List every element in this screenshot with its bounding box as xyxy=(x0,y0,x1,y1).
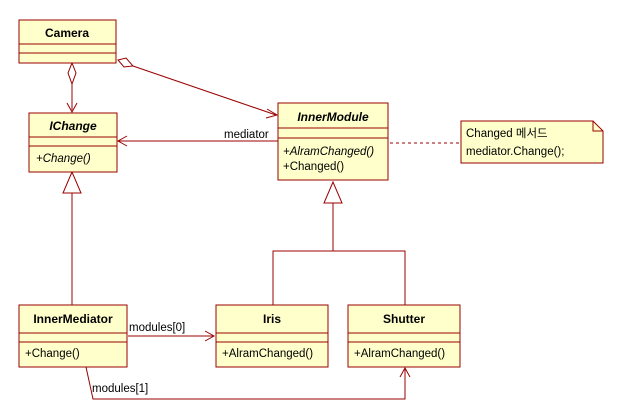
class-iris[interactable]: Iris +AlramChanged() xyxy=(215,304,329,368)
aggregation-diamond xyxy=(67,61,77,86)
interface-name: IChange xyxy=(49,119,97,133)
camera-ichange-aggregation xyxy=(66,61,78,114)
mediator-association xyxy=(116,135,278,147)
innermediator-realizes-ichange xyxy=(62,170,82,305)
realization-triangle xyxy=(62,170,82,194)
note-line-2: mediator.Change(); xyxy=(466,146,564,158)
operation: +Changed() xyxy=(283,161,344,173)
operation: +Change() xyxy=(25,348,80,360)
operation: +AlramChanged() xyxy=(222,348,313,360)
modules0-association xyxy=(128,330,216,342)
class-name: Shutter xyxy=(383,312,425,326)
class-innermodule[interactable]: InnerModule +AlramChanged() +Changed() xyxy=(277,102,389,181)
generalization-tree xyxy=(272,180,406,305)
generalization-triangle xyxy=(323,180,343,204)
class-shutter[interactable]: Shutter +AlramChanged() xyxy=(347,304,461,368)
camera-innermodule-aggregation xyxy=(117,57,279,119)
aggregation-diamond xyxy=(117,57,135,68)
class-innermediator[interactable]: InnerMediator +Change() xyxy=(18,304,128,368)
class-name: Camera xyxy=(45,26,89,40)
note[interactable]: Changed 메서드 mediator.Change(); xyxy=(460,120,604,164)
class-name: Iris xyxy=(263,312,281,326)
operation-abstract: +AlramChanged() xyxy=(283,146,374,158)
class-ichange[interactable]: IChange +Change() xyxy=(28,112,118,173)
modules1-association xyxy=(85,366,411,400)
mediator-label: mediator xyxy=(224,129,269,141)
abstract-class-name: InnerModule xyxy=(297,110,369,124)
modules1-label: modules[1] xyxy=(92,383,148,395)
class-name: InnerMediator xyxy=(33,312,113,326)
operation: +Change() xyxy=(36,153,91,165)
class-camera[interactable]: Camera xyxy=(18,19,117,64)
operation: +AlramChanged() xyxy=(354,348,445,360)
modules0-label: modules[0] xyxy=(129,322,185,334)
note-line-1: Changed 메서드 xyxy=(466,127,548,140)
